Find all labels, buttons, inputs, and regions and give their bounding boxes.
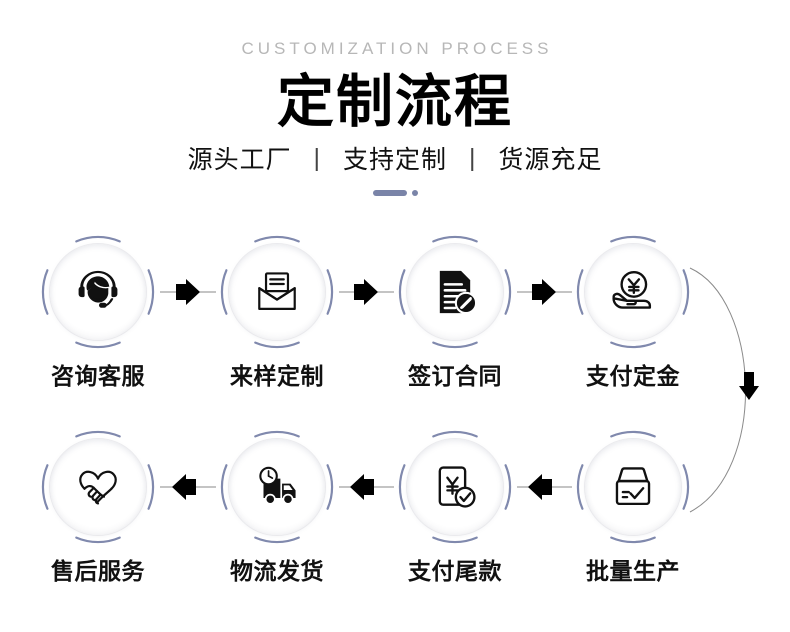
- step-icon-disc: [50, 244, 146, 340]
- step-icon-disc: [407, 439, 503, 535]
- step-label: 咨询客服: [51, 363, 145, 389]
- step-icon-disc: [407, 244, 503, 340]
- step-node-pay-deposit[interactable]: 支付定金: [567, 233, 699, 388]
- step-label: 批量生产: [586, 558, 680, 584]
- connector-top-1-2: [160, 279, 216, 305]
- step-circle: [574, 428, 692, 546]
- step-circle: [39, 233, 157, 351]
- subtitle-separator-2: |: [468, 143, 477, 172]
- step-icon-disc: [229, 244, 325, 340]
- step-node-consult[interactable]: 咨询客服: [32, 233, 164, 388]
- step-label: 售后服务: [51, 558, 145, 584]
- divider-dot: [411, 190, 418, 197]
- broken-ring-decoration: [398, 430, 512, 544]
- step-node-final-payment[interactable]: 支付尾款: [389, 428, 521, 583]
- step-node-sign-contract[interactable]: 签订合同: [389, 233, 521, 388]
- step-icon-disc: [229, 439, 325, 535]
- step-label: 物流发货: [230, 558, 324, 584]
- step-icon-disc: [585, 244, 681, 340]
- step-circle: [396, 428, 514, 546]
- connector-bottom-5-6: [517, 474, 572, 500]
- subtitle-tagline: 源头工厂 | 支持定制 | 货源充足: [0, 143, 790, 175]
- step-label: 签订合同: [408, 363, 502, 389]
- step-circle: [396, 233, 514, 351]
- step-label: 支付尾款: [408, 558, 502, 584]
- page-header: CUSTOMIZATION PROCESS 定制流程 源头工厂 | 支持定制 |…: [0, 0, 790, 197]
- box-check-production-icon: [615, 467, 651, 506]
- connector-wrap-curve: [689, 267, 759, 513]
- contract-signing-icon: [439, 270, 478, 315]
- decorative-divider: [0, 190, 790, 197]
- step-label: 来样定制: [230, 363, 324, 389]
- page-title: 定制流程: [277, 70, 513, 134]
- step-label: 支付定金: [586, 363, 680, 389]
- broken-ring-decoration: [220, 430, 334, 544]
- connector-bottom-7-8: [160, 474, 216, 500]
- step-node-after-sales[interactable]: 售后服务: [32, 428, 164, 583]
- subtitle-item-3: 货源充足: [498, 145, 603, 174]
- broken-ring-decoration: [576, 430, 690, 544]
- open-envelope-letter-icon: [258, 272, 296, 310]
- connector-bottom-6-7: [339, 474, 394, 500]
- broken-ring-decoration: [41, 235, 155, 349]
- step-icon-disc: [50, 439, 146, 535]
- step-circle: [218, 428, 336, 546]
- divider-bar: [372, 190, 407, 197]
- step-node-mass-production[interactable]: 批量生产: [567, 428, 699, 583]
- delivery-truck-clock-icon: [259, 466, 296, 505]
- step-circle: [39, 428, 157, 546]
- yuan-document-check-icon: [438, 466, 476, 508]
- connector-top-2-3: [339, 279, 394, 305]
- subtitle-separator-1: |: [313, 143, 322, 172]
- headset-support-icon: [78, 270, 118, 308]
- step-node-logistics[interactable]: 物流发货: [211, 428, 343, 583]
- subtitle-item-1: 源头工厂: [187, 145, 292, 174]
- broken-ring-decoration: [576, 235, 690, 349]
- broken-ring-decoration: [41, 430, 155, 544]
- broken-ring-decoration: [220, 235, 334, 349]
- handshake-heart-icon: [79, 470, 117, 505]
- connector-top-3-4: [517, 279, 572, 305]
- subtitle-item-2: 支持定制: [342, 145, 447, 174]
- hand-holding-yuan-coin-icon: [612, 270, 652, 309]
- eyebrow-text: CUSTOMIZATION PROCESS: [241, 39, 553, 58]
- step-node-sample-custom[interactable]: 来样定制: [211, 233, 343, 388]
- step-icon-disc: [585, 439, 681, 535]
- step-circle: [574, 233, 692, 351]
- step-circle: [218, 233, 336, 351]
- broken-ring-decoration: [398, 235, 512, 349]
